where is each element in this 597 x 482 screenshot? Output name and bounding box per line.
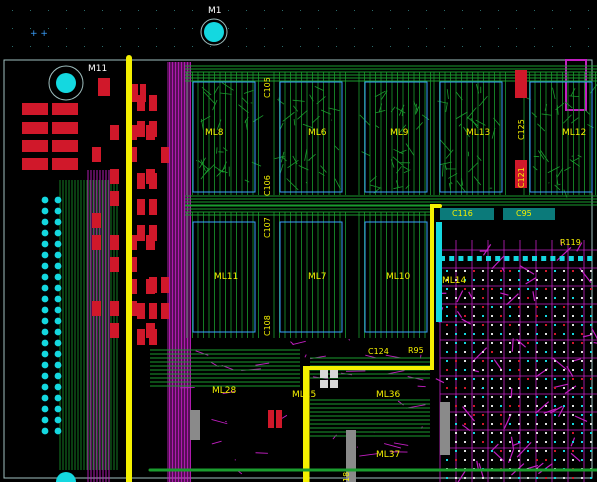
label-ml36: ML36 <box>376 390 401 400</box>
label-ml6: ML6 <box>308 128 327 138</box>
label-ml28: ML28 <box>212 386 237 396</box>
power-traces <box>126 55 597 482</box>
label-c116: C116 <box>452 209 473 218</box>
label-ml10: ML10 <box>386 272 411 282</box>
label-c124: C124 <box>368 347 389 356</box>
chip-outlines <box>192 81 593 333</box>
label-c125: C125 <box>517 119 526 140</box>
label-ml9: ML9 <box>390 128 409 138</box>
mounting-hole-m11 <box>56 73 76 93</box>
label-ml8: ML8 <box>205 128 224 138</box>
grid-dots <box>12 10 589 47</box>
label-ml12: ML12 <box>562 128 587 138</box>
label-ml37: ML37 <box>376 450 401 460</box>
label-ml7: ML7 <box>308 272 327 282</box>
chip-outline-ml8 <box>192 81 256 193</box>
svg-text:+ +: + + <box>30 29 48 39</box>
label-c105: C105 <box>263 77 272 98</box>
label-ml25: ML25 <box>292 390 317 400</box>
label-c108: C108 <box>263 315 272 336</box>
label-c95: C95 <box>516 209 532 218</box>
label-c107: C107 <box>263 217 272 238</box>
label-ml13: ML13 <box>466 128 491 138</box>
via-row <box>436 222 593 322</box>
label-r95: R95 <box>408 346 424 355</box>
power-trace-routed <box>303 204 442 482</box>
label-c106: C106 <box>263 175 272 196</box>
label-m1: M1 <box>208 6 222 16</box>
chip-outline-ml7 <box>279 221 343 333</box>
board-outline <box>3 59 593 479</box>
chip-outline-ml9 <box>364 81 428 193</box>
chip-outline-ml12 <box>529 81 593 193</box>
bga-pad-array <box>446 270 592 479</box>
mounting-hole-bottom <box>56 472 76 482</box>
label-18: 18 <box>342 471 351 482</box>
chip-outline-ml10 <box>364 221 428 333</box>
chip-outline-ml11 <box>192 221 256 333</box>
red-smd-pads <box>22 70 555 482</box>
label-ml14: ML14 <box>442 276 467 286</box>
label-ml11: ML11 <box>214 272 239 282</box>
label-r119: R119 <box>560 238 581 247</box>
pin-header-left <box>41 196 62 435</box>
mounting-hole-m1 <box>204 22 224 42</box>
label-m11: M11 <box>88 64 108 74</box>
label-c121: C121 <box>517 167 526 188</box>
chip-outline-ml13 <box>439 81 503 193</box>
chip-outline-ml6 <box>279 81 343 193</box>
